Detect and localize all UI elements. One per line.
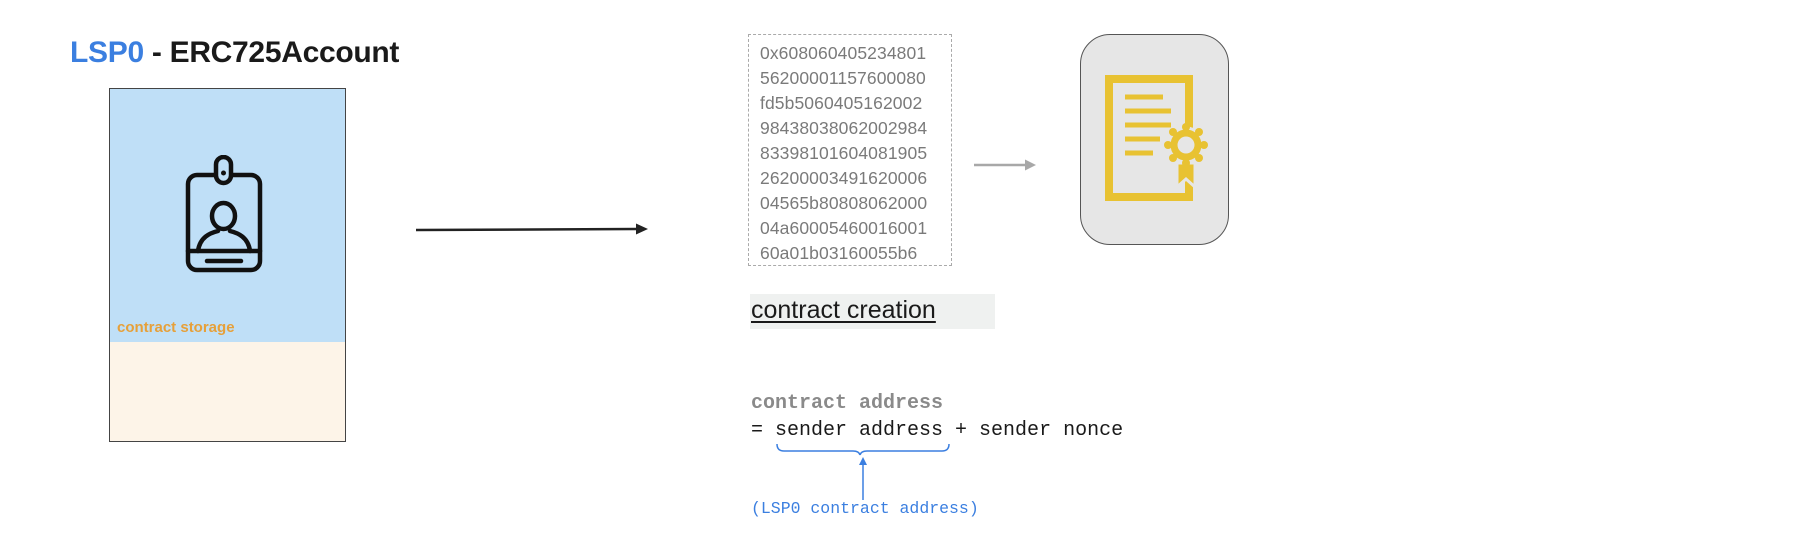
bytecode-line: 56200001157600080 (760, 68, 926, 88)
deploy-arrow (974, 159, 1036, 171)
bytecode-line: 26200003491620006 (760, 168, 928, 188)
bytecode-line: fd5b5060405162002 (760, 93, 923, 113)
bytecode-line: 98438038062002984 (760, 118, 928, 138)
account-identity-section: contract storage (110, 89, 345, 343)
contract-tile (1080, 34, 1229, 245)
note-arrow (859, 457, 867, 500)
contract-storage-label: contract storage (117, 319, 235, 336)
bytecode-line: 60a01b03160055b6 (760, 243, 918, 263)
id-badge-icon (185, 155, 263, 273)
bytecode-line: 04565b80808062000 (760, 193, 928, 213)
formula-sender-nonce: + sender nonce (943, 419, 1124, 442)
bytecode-line: 0x608060405234801 (760, 43, 927, 63)
contract-creation-label: contract creation (751, 296, 936, 324)
bytecode-box: 0x608060405234801 56200001157600080 fd5b… (748, 34, 952, 266)
contract-storage-section (110, 342, 345, 441)
sender-address-brace (776, 443, 950, 456)
page-title: LSP0 - ERC725Account (70, 36, 399, 70)
contract-creation-highlight (750, 294, 995, 329)
title-erc725account: - ERC725Account (143, 36, 400, 69)
erc725-account-box: contract storage (109, 88, 346, 442)
lsp0-contract-address-note: (LSP0 contract address) (751, 499, 979, 518)
formula-sender-address: sender address (775, 419, 944, 442)
formula-title: contract address (751, 392, 944, 415)
main-arrow (415, 223, 648, 235)
formula-expression: = sender address + sender nonce (751, 419, 1123, 442)
bytecode-line: 83398101604081905 (760, 143, 928, 163)
formula-equals: = (751, 419, 776, 442)
certificate-icon (1105, 75, 1208, 201)
title-lsp0: LSP0 (70, 36, 144, 69)
bytecode-line: 04a60005460016001 (760, 218, 928, 238)
